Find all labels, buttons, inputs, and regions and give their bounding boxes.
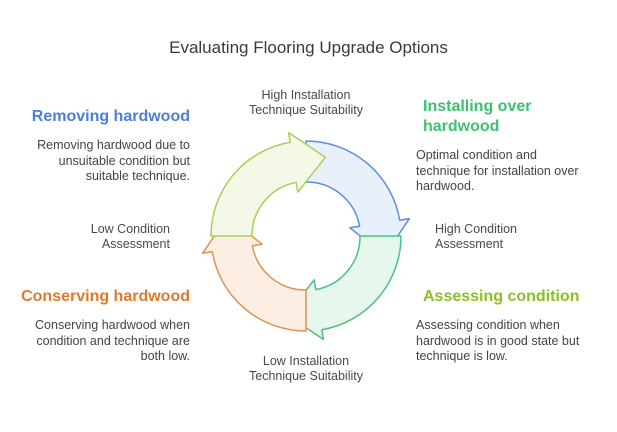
segment-bottom-left [201,215,307,332]
quadrant-heading-removing-hardwood: Removing hardwood [31,108,190,125]
segment-top-right [305,140,411,257]
quadrant-description-conserving-hardwood: Conserving hardwood when condition and t… [35,318,190,363]
quadrant-heading-installing-over-hardwood: Installing over hardwood [423,98,532,135]
quadrant-description-installing-over-hardwood: Optimal condition and technique for inst… [416,148,579,193]
quadrant-heading-assessing-condition: Assessing condition [423,288,580,305]
quadrant-description-removing-hardwood: Removing hardwood due to unsuitable cond… [37,138,190,183]
segment-top-left [210,131,327,237]
page-title: Evaluating Flooring Upgrade Options [169,38,448,57]
quadrant-description-assessing-condition: Assessing condition when hardwood is in … [416,318,580,363]
segment-bottom-right [285,235,402,341]
quadrant-heading-conserving-hardwood: Conserving hardwood [21,288,190,305]
